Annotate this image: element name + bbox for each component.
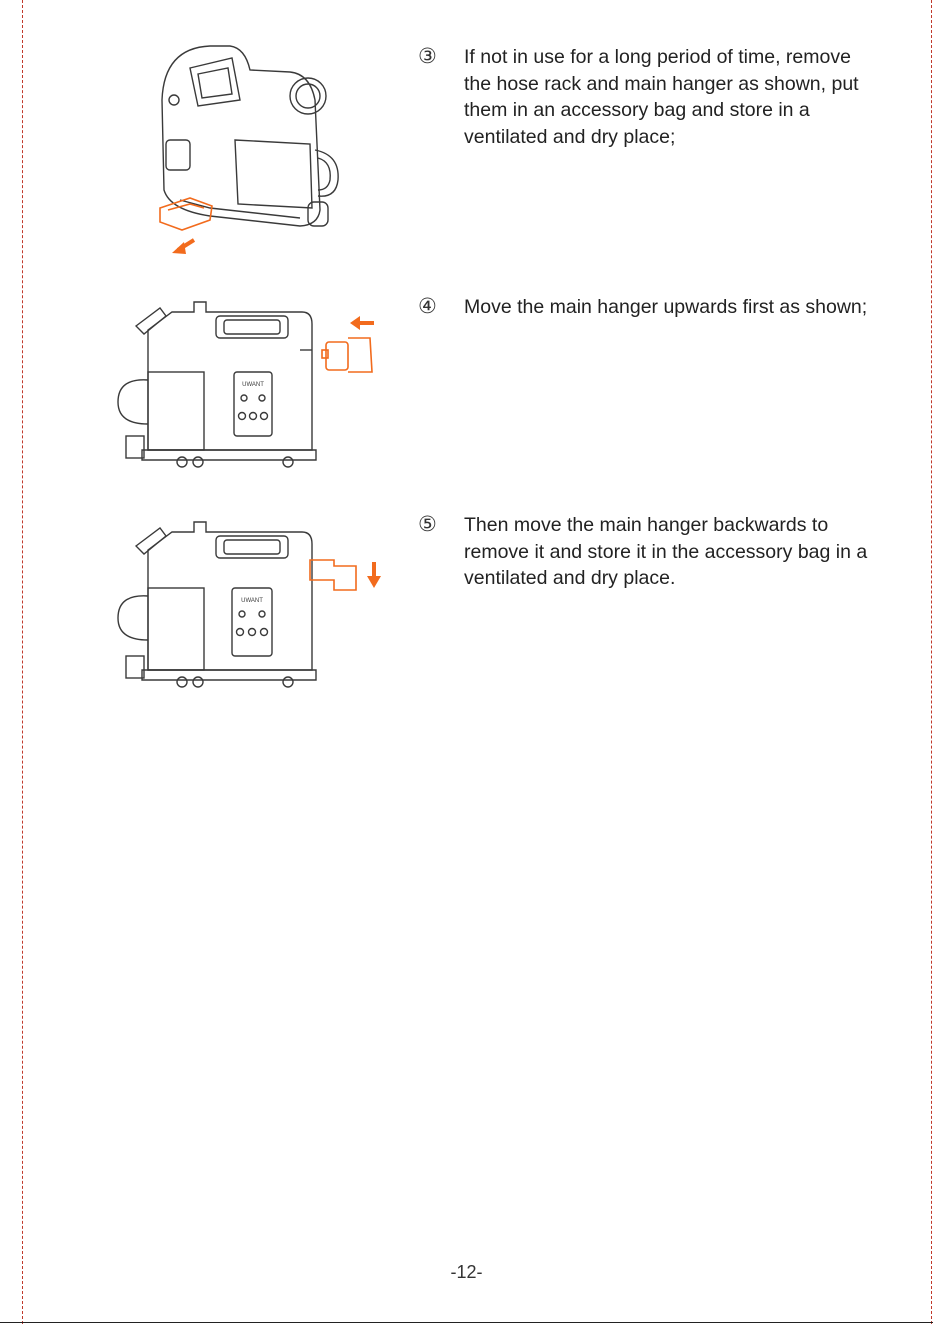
illustration-hanger-remove: UWANT — [117, 521, 381, 688]
cut-line-left — [22, 0, 23, 1324]
page-bottom-rule — [0, 1322, 933, 1323]
step-marker: ③ — [418, 44, 437, 68]
illustration-hanger-up: UWANT — [117, 301, 374, 468]
page-number: -12- — [450, 1262, 483, 1282]
step-marker: ④ — [418, 294, 437, 318]
step-text: If not in use for a long period of time,… — [464, 46, 859, 148]
brand-logo: UWANT — [242, 382, 264, 388]
step-text: Then move the main hanger backwards to r… — [464, 514, 868, 589]
illustration-remove-hose-rack — [159, 45, 339, 254]
step-text: Move the main hanger upwards first as sh… — [464, 296, 868, 318]
step-marker: ⑤ — [418, 512, 437, 536]
cut-line-right — [931, 0, 932, 1324]
brand-logo: UWANT — [241, 598, 263, 604]
